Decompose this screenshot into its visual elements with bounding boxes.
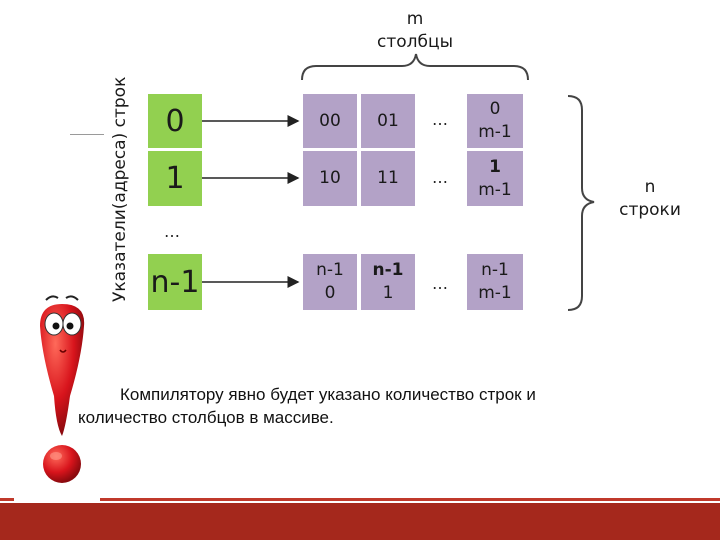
rows-count: n	[644, 177, 656, 197]
rows-word: строки	[619, 199, 681, 220]
cell-0-1: 01	[361, 94, 415, 148]
row-0-ellipsis: …	[432, 110, 449, 129]
cell-0-0: 00	[303, 94, 357, 148]
row-1-ellipsis: …	[432, 168, 449, 187]
exclamation-mascot-icon	[40, 295, 85, 483]
cell-1-0: 10	[303, 151, 357, 206]
columns-brace	[301, 53, 529, 81]
cell-1-1: 11	[361, 151, 415, 206]
caption-line-1: Компилятору явно будет указано количеств…	[120, 385, 536, 404]
bottom-rule-gap	[14, 498, 100, 501]
row-n-1-ellipsis: …	[432, 274, 449, 293]
rows-brace	[567, 95, 595, 311]
bottom-bar	[0, 503, 720, 540]
bottom-rule	[0, 498, 720, 501]
rows-label: n строки	[600, 176, 700, 222]
columns-word: столбцы	[377, 31, 453, 52]
columns-count: m	[406, 9, 424, 29]
pointer-1: 1	[148, 151, 202, 206]
caption: Компилятору явно будет указано количеств…	[78, 384, 638, 430]
pointer-0: 0	[148, 94, 202, 148]
decorative-line	[70, 134, 104, 135]
pointer-ellipsis: …	[164, 222, 181, 241]
columns-label: m столбцы	[350, 8, 480, 54]
pointer-n-1: n-1	[148, 254, 202, 310]
caption-line-2: количество столбцов в массиве.	[78, 407, 334, 427]
